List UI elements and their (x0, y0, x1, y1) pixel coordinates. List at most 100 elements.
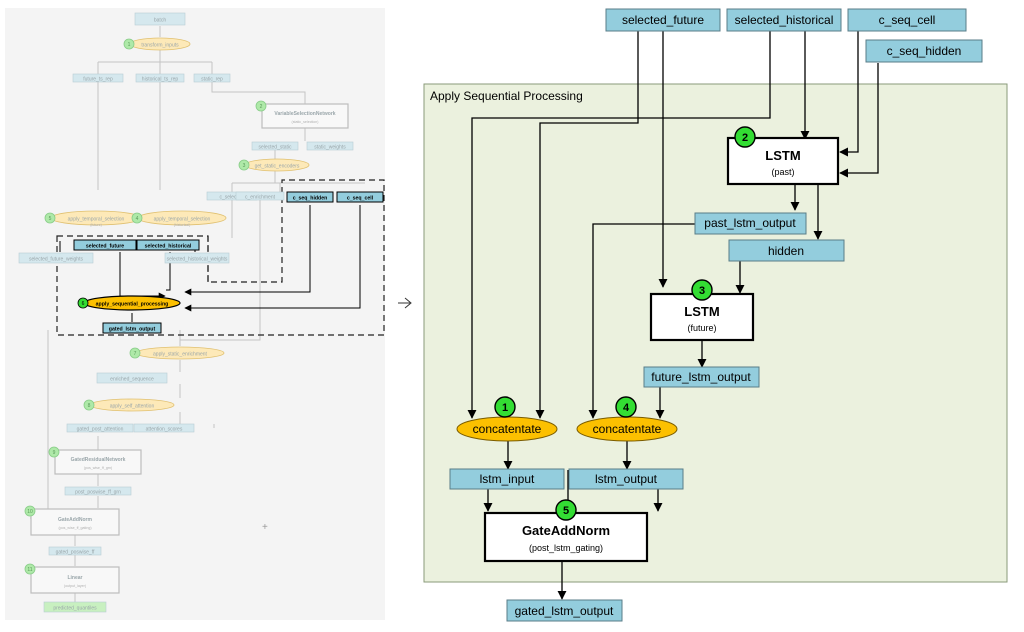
step-number: 4 (136, 216, 139, 222)
svg-text:(future): (future) (687, 323, 716, 333)
svg-text:lstm_input: lstm_input (480, 472, 535, 486)
svg-text:LSTM: LSTM (765, 148, 800, 163)
step-badge (238, 159, 250, 171)
overview-node-sublabel: (historical) (174, 223, 191, 227)
c-seq-cell-box: c_seq_cell (847, 8, 967, 32)
svg-text:4: 4 (623, 402, 630, 414)
c-seq-hidden-box: c_seq_hidden (865, 39, 983, 63)
overview-node: c_seq_hidden (286, 191, 334, 203)
step-number: 2 (260, 104, 263, 110)
step-number: 9 (53, 450, 56, 456)
overview-node-label: GatedResidualNetwork (71, 457, 126, 463)
svg-text:c_seq_cell: c_seq_cell (879, 13, 936, 27)
overview-node-label: selected_historical_weights (167, 257, 228, 263)
overview-node-label: post_poswise_ff_grn (75, 490, 121, 496)
svg-text:future_lstm_output: future_lstm_output (651, 370, 751, 384)
overview-node-label: Linear (67, 575, 82, 581)
lstm-past-node: LSTM (past) 2 (726, 126, 840, 186)
svg-text:3: 3 (699, 285, 705, 297)
overview-node: selected_future (73, 239, 137, 251)
overview-node: GatedResidualNetwork (pos_wise_ff_grn) 9 (48, 446, 142, 475)
concatenate-node-1: concatentate 1 (456, 396, 558, 442)
overview-node: enriched_sequence (96, 372, 168, 384)
step-badge (255, 100, 267, 112)
overview-node: future_ts_rep (72, 73, 124, 83)
overview-node: transform_inputs 1 (123, 37, 191, 51)
step-badge (24, 563, 36, 575)
step-badge (615, 396, 637, 418)
overview-node: static_weights (306, 141, 354, 151)
overview-node-sublabel: (future) (90, 223, 102, 227)
overview-node: c_enrichment (235, 191, 285, 201)
overview-node-label: historical_ts_rep (142, 77, 179, 83)
step-number: 11 (27, 567, 32, 573)
overview-node: static_rep (193, 73, 231, 83)
overview-node-sublabel: (pos_wise_ff_grn) (84, 466, 113, 470)
step-number: 3 (243, 163, 246, 169)
overview-node-label: GateAddNorm (58, 517, 92, 523)
step-number: 1 (128, 42, 131, 48)
overview-node: get_static_encoders 3 (238, 158, 310, 172)
overview-node-label: apply_static_enrichment (153, 352, 208, 358)
overview-node: Linear (output_layer) 11 (24, 563, 120, 594)
selected-historical-box: selected_historical (726, 8, 842, 32)
svg-text:lstm_output: lstm_output (595, 472, 658, 486)
overview-node-label: transform_inputs (141, 43, 179, 49)
overview-node: selected_historical_weights (164, 252, 230, 264)
overview-node-label: apply_temporal_selection (154, 217, 211, 223)
overview-node-label: apply_self_attention (110, 404, 155, 410)
overview-node: historical_ts_rep (135, 73, 185, 83)
overview-node-sublabel: (pos_wise_ff_gating) (58, 526, 91, 530)
overview-node: selected_future_weights (18, 252, 94, 264)
step-number: 6 (82, 301, 85, 307)
step-badge (494, 396, 516, 418)
step-badge (24, 505, 36, 517)
concatenate-node-4: concatentate 4 (576, 396, 678, 442)
overview-node: selected_static (251, 141, 299, 151)
overview-node-label: static_weights (314, 145, 346, 151)
overview-node: gated_lstm_output (102, 322, 162, 334)
overview-node-label: get_static_encoders (255, 164, 300, 170)
overview-node-label: gated_lstm_output (109, 327, 156, 333)
svg-text:GateAddNorm: GateAddNorm (522, 523, 610, 538)
svg-text:1: 1 (502, 402, 508, 414)
svg-text:selected_future: selected_future (622, 13, 704, 27)
overview-node: selected_historical (136, 239, 200, 251)
lstm-future-node: LSTM (future) 3 (649, 279, 755, 342)
overview-node-label: static_rep (201, 77, 223, 83)
svg-text:(post_lstm_gating): (post_lstm_gating) (529, 543, 603, 553)
overview-node-label: future_ts_rep (83, 77, 113, 83)
detail-connectors (467, 31, 879, 600)
overview-node-label: attention_scores (146, 427, 183, 433)
overview-node-label: apply_temporal_selection (68, 217, 125, 223)
overview-node: VariableSelectionNetwork(static_selectio… (255, 100, 349, 129)
step-badge (555, 499, 577, 521)
svg-text:selected_historical: selected_historical (735, 13, 834, 27)
step-number: 8 (88, 403, 91, 409)
lstm-input-box: lstm_input (449, 468, 565, 490)
overview-node-label: predicted_quantiles (53, 606, 97, 612)
hidden-box: hidden (728, 239, 845, 262)
overview-node: GateAddNorm (pos_wise_ff_gating) 10 (24, 505, 120, 536)
overview-node-sublabel: (output_layer) (64, 584, 86, 588)
past-lstm-output-box: past_lstm_output (694, 212, 807, 235)
zoom-arrow-icon (398, 297, 412, 309)
step-number: 10 (27, 509, 33, 515)
overview-node: apply_temporal_selection(historical) 4 (131, 210, 227, 227)
overview-node: gated_post_attention (66, 423, 134, 433)
overview-node: post_poswise_ff_grn (64, 486, 132, 496)
overview-node-label: VariableSelectionNetwork (274, 111, 335, 117)
overview-node: gated_poswise_ff (48, 546, 102, 556)
step-badge (83, 399, 95, 411)
overview-node-label: selected_static (258, 145, 292, 151)
overview-node: predicted_quantiles (43, 601, 107, 613)
overview-node-label: selected_future_weights (29, 257, 83, 263)
step-badge (131, 212, 143, 224)
panel-title: Apply Sequential Processing (430, 89, 583, 103)
crosshair-icon: + (262, 522, 268, 533)
svg-text:concatentate: concatentate (473, 422, 542, 436)
svg-text:LSTM: LSTM (684, 304, 719, 319)
